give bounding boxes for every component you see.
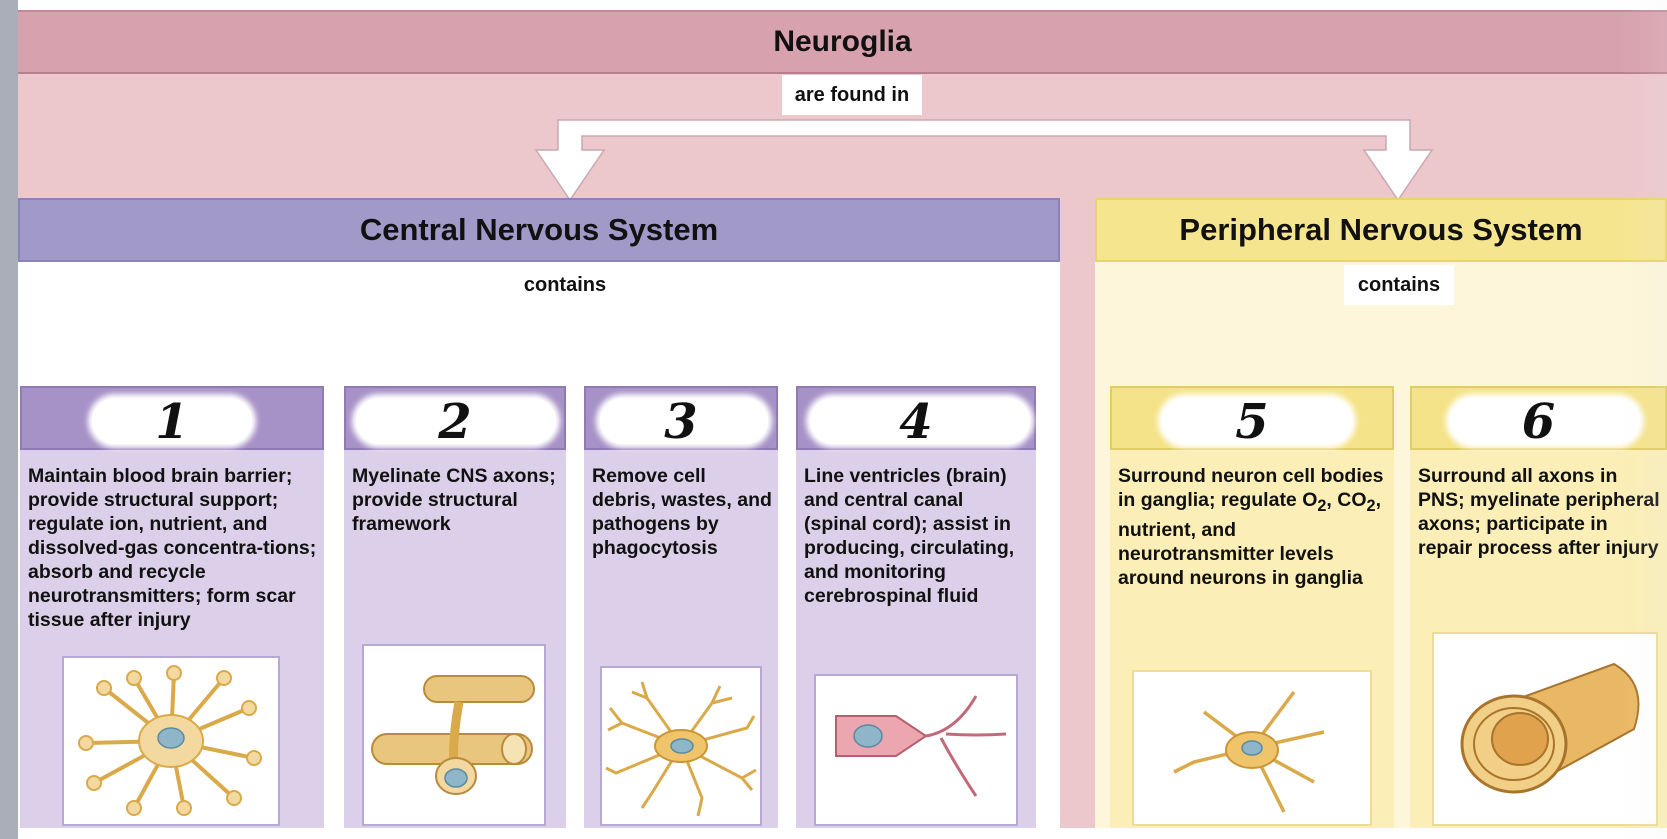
desc-5-part-b: regulate O <box>1220 489 1318 511</box>
cell-type-1: 1 Maintain blood brain barrier; provide … <box>20 386 324 828</box>
right-edge <box>1620 0 1667 839</box>
pns-contains-label: contains <box>1344 265 1454 305</box>
cell-type-6-header: 6 <box>1410 386 1667 450</box>
cell-type-2-header: 2 <box>344 386 566 450</box>
blot-2 <box>356 398 556 444</box>
pns-title: Peripheral Nervous System <box>1179 212 1583 247</box>
cell-type-4-description: Line ventricles (brain) and central cana… <box>804 465 1015 607</box>
cell-type-4-header: 4 <box>796 386 1036 450</box>
ependymal-cell-icon <box>814 674 1018 826</box>
oligodendrocyte-icon <box>362 644 546 826</box>
cell-type-3-header: 3 <box>584 386 778 450</box>
blot-1 <box>92 398 252 444</box>
cell-type-2-description: Myelinate CNS axons; provide structural … <box>352 465 556 535</box>
left-edge-strip <box>0 0 18 839</box>
pns-header: Peripheral Nervous System <box>1095 198 1667 262</box>
blot-4 <box>810 398 1030 444</box>
cell-type-6-number: 6 <box>1521 394 1556 450</box>
cell-type-6-description: Surround all axons in PNS; myelinate per… <box>1418 465 1660 559</box>
cns-header: Central Nervous System <box>18 198 1060 262</box>
desc-5-sub-a: 2 <box>1317 496 1327 515</box>
cell-type-1-number: 1 <box>155 394 189 450</box>
cell-type-5: 5 Surround neuron cell bodies in ganglia… <box>1110 386 1394 828</box>
neuroglia-header: Neuroglia <box>18 10 1667 74</box>
cell-type-5-number: 5 <box>1235 394 1269 450</box>
found-in-arrows <box>534 119 1434 202</box>
satellite-cell-icon <box>1132 670 1372 826</box>
desc-5-part-a: Surround neuron cell bodies in ganglia; <box>1118 465 1384 511</box>
cell-type-4: 4 Line ventricles (brain) and central ca… <box>796 386 1036 828</box>
found-in-label: are found in <box>782 75 922 115</box>
astrocyte-icon <box>62 656 280 826</box>
desc-5-part-c: , CO <box>1326 489 1367 511</box>
schwann-cell-icon <box>1432 632 1658 826</box>
cell-type-1-description: Maintain blood brain barrier; provide st… <box>28 465 317 631</box>
blot-6 <box>1450 398 1640 444</box>
cell-type-2: 2 Myelinate CNS axons; provide structura… <box>344 386 566 828</box>
blot-3 <box>600 398 768 444</box>
cell-type-5-description: Surround neuron cell bodies in ganglia; … <box>1118 464 1388 590</box>
desc-5-part-e: nutrient, and neurotransmitter levels ar… <box>1118 518 1363 589</box>
desc-5-sub-b: 2 <box>1366 496 1376 515</box>
cell-type-1-header: 1 <box>20 386 324 450</box>
diagram-title: Neuroglia <box>773 25 912 58</box>
blot-5 <box>1162 398 1352 444</box>
cell-type-5-header: 5 <box>1110 386 1394 450</box>
microglia-icon <box>600 666 762 826</box>
cell-type-6: 6 Surround all axons in PNS; myelinate p… <box>1410 386 1667 828</box>
cns-contains-label: contains <box>510 265 620 305</box>
cell-type-3: 3 Remove cell debris, wastes, and pathog… <box>584 386 778 828</box>
cell-type-4-number: 4 <box>899 394 933 450</box>
cell-type-3-number: 3 <box>664 394 698 450</box>
desc-5-part-d: , <box>1375 489 1381 511</box>
cns-title: Central Nervous System <box>359 212 719 247</box>
cell-type-2-number: 2 <box>438 394 472 450</box>
cell-type-3-description: Remove cell debris, wastes, and pathogen… <box>592 465 772 559</box>
